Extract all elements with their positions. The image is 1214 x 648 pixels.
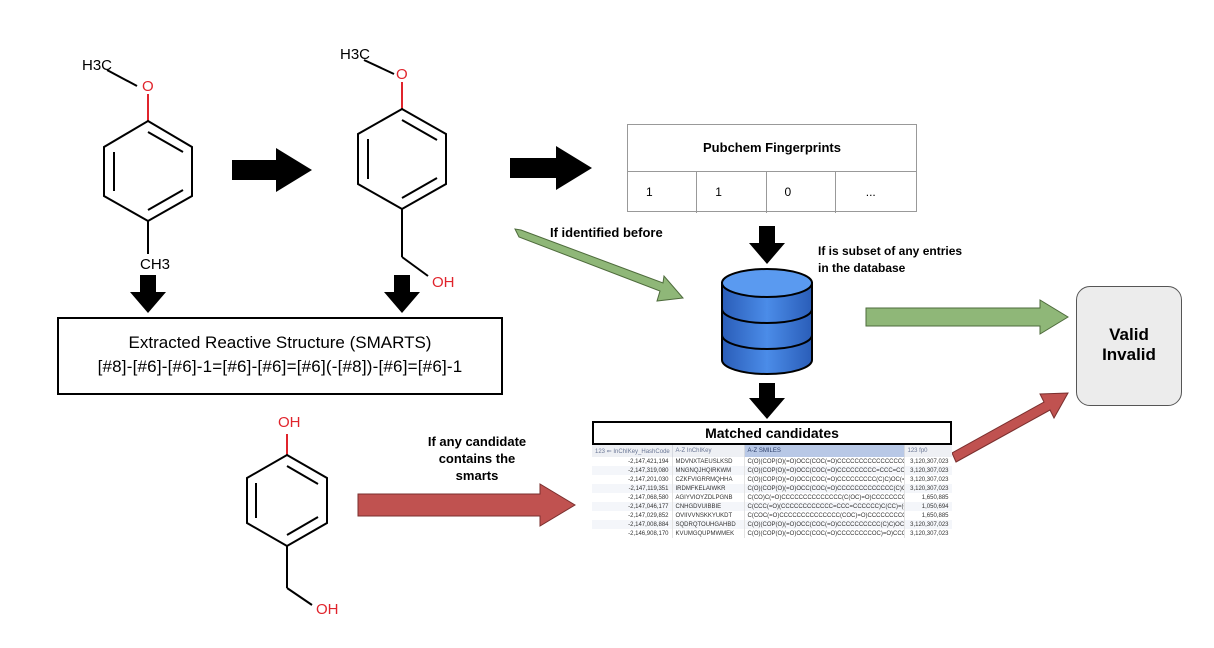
table-cell: C(CCC(=O)(CCCCCCCCCCCC=CCC=CCCCCC)C(CC)=…: [744, 502, 905, 511]
table-cell: C(COC(=O)CCCCCCCCCCCCCC(COC)=O)CCCCCCCCC…: [744, 511, 905, 520]
molecule-3: [246, 434, 328, 606]
candidate-label-line3: smarts: [455, 468, 499, 483]
table-cell: -2,147,319,080: [592, 466, 673, 475]
subset-label-line1: If is subset of any entries: [818, 244, 963, 258]
result-invalid-label: Invalid: [1102, 345, 1156, 364]
table-cell: 1,650,885: [904, 511, 952, 520]
table-cell: MNGNQJHQIRKWM: [672, 466, 745, 475]
table-cell: C(CO)C(=O)CCCCCCCCCCCCCC(C(OC)=O)CCCCCCC…: [744, 493, 905, 502]
fingerprint-cell: 0: [767, 172, 836, 213]
table-cell: 3,120,307,023: [904, 484, 952, 493]
table-cell: C(O)(COP(O)(=O)OCC(COC(=O)CCCCCCCCC=CCC=…: [744, 466, 905, 475]
table-cell: SQDRQTOUHGAHBD: [672, 520, 745, 529]
matched-candidates-panel: Matched candidates 123 ⇐ InChIKey_HashCo…: [592, 421, 952, 551]
mol1-bottom-label: CH3: [140, 256, 171, 273]
mol2-oxygen-label: O: [396, 66, 408, 83]
column-header[interactable]: A-Z SMILES: [744, 445, 905, 457]
molecule-1: [103, 69, 193, 254]
matched-candidates-title: Matched candidates: [592, 421, 952, 445]
table-cell: C(O)(COP(O)(=O)OCC(COC(=O)CCCCCCCCC(C)C)…: [744, 475, 905, 484]
candidates-header-row: 123 ⇐ InChIKey_HashCode A-Z InChIKey A-Z…: [592, 445, 952, 457]
fingerprint-cell: 1: [628, 172, 698, 213]
fingerprint-cell: ...: [865, 185, 876, 199]
candidate-label: If any candidate contains the smarts: [392, 433, 562, 484]
table-cell: -2,147,029,852: [592, 511, 673, 520]
mol3-bottom-hydroxyl-label: OH: [316, 601, 339, 618]
mol2-methyl-label: H3C: [340, 46, 371, 63]
molecule-2: [357, 59, 447, 277]
table-cell: 3,120,307,023: [904, 466, 952, 475]
green-arrow-icon: [865, 299, 1069, 335]
table-cell: KVUMGQUPMWMEK: [672, 529, 745, 538]
table-cell: -2,147,201,030: [592, 475, 673, 484]
table-cell: CZKFVIGRRMQHHA: [672, 475, 745, 484]
result-box: Valid Invalid: [1076, 286, 1182, 406]
table-cell: 3,120,307,023: [904, 457, 952, 466]
smarts-title: Extracted Reactive Structure (SMARTS): [128, 333, 432, 352]
candidate-label-line1: If any candidate: [427, 434, 527, 449]
column-header[interactable]: 123 fp0: [904, 445, 952, 457]
subset-label: If is subset of any entries in the datab…: [818, 243, 962, 277]
black-arrow-icon: [749, 383, 785, 419]
column-header[interactable]: A-Z InChIKey: [672, 445, 745, 457]
table-cell: CNHGDVUIBBIE: [672, 502, 745, 511]
table-cell: C(O)(COP(O)(=O)OCC(COC(=O)CCCCCCCCCCCCC(…: [744, 484, 905, 493]
table-cell: -2,147,119,351: [592, 484, 673, 493]
mol1-methyl-label: H3C: [82, 57, 113, 74]
red-arrow-icon: [951, 392, 1069, 463]
database-icon: [712, 265, 822, 382]
table-cell: 3,120,307,023: [904, 520, 952, 529]
column-header[interactable]: 123 ⇐ InChIKey_HashCode: [592, 445, 673, 457]
mol1-oxygen-label: O: [142, 78, 154, 95]
fingerprint-row: 1 1 0 ...: [628, 172, 916, 213]
black-arrow-icon: [510, 146, 592, 190]
table-cell: -2,147,046,177: [592, 502, 673, 511]
result-valid-label: Valid: [1109, 325, 1149, 344]
red-arrow-icon: [357, 483, 576, 527]
table-cell: -2,147,421,194: [592, 457, 673, 466]
table-cell: 3,120,307,023: [904, 475, 952, 484]
fingerprint-title: Pubchem Fingerprints: [628, 125, 916, 172]
green-arrow-icon: [514, 228, 684, 302]
fingerprint-table: Pubchem Fingerprints 1 1 0 ...: [627, 124, 917, 213]
black-arrow-icon: [384, 275, 420, 313]
mol2-hydroxyl-label: OH: [432, 274, 455, 291]
candidates-table: 123 ⇐ InChIKey_HashCode A-Z InChIKey A-Z…: [592, 445, 952, 538]
table-cell: OVIIVVNSKKYUKDT: [672, 511, 745, 520]
table-cell: -2,146,908,170: [592, 529, 673, 538]
candidate-label-line2: contains the: [438, 451, 516, 466]
subset-label-line2: in the database: [818, 261, 906, 275]
smarts-code: [#8]-[#6]-[#6]-1=[#6]-[#6]=[#6](-[#8])-[…: [97, 357, 463, 376]
table-cell: MDVNXTAEUSLKSD: [672, 457, 745, 466]
table-cell: C(O)(COP(O)(=O)OCC(COC(=O)CCCCCCCCCCCCCC…: [744, 457, 905, 466]
smarts-box: Extracted Reactive Structure (SMARTS) [#…: [57, 317, 503, 395]
table-cell: 1,050,694: [904, 502, 952, 511]
black-arrow-icon: [232, 148, 312, 192]
black-arrow-icon: [749, 226, 785, 264]
table-cell: 1,650,885: [904, 493, 952, 502]
table-cell: C(O)(COP(O)(=O)OCC(COC(=O)CCCCCCCCCC(C)C…: [744, 520, 905, 529]
table-cell: -2,147,008,884: [592, 520, 673, 529]
fingerprint-cell: 1: [697, 172, 767, 213]
table-cell: 3,120,307,023: [904, 529, 952, 538]
table-cell: AGIYVIOYZDLPGNB: [672, 493, 745, 502]
mol3-top-hydroxyl-label: OH: [278, 414, 301, 431]
table-cell: IRDMFKELAIWKR: [672, 484, 745, 493]
table-cell: -2,147,068,580: [592, 493, 673, 502]
identified-before-label: If identified before: [550, 225, 663, 240]
black-arrow-icon: [130, 275, 166, 313]
table-cell: C(O)(COP(O)(=O)OCC(COC(=O)CCCCCCCCOC)=O)…: [744, 529, 905, 538]
